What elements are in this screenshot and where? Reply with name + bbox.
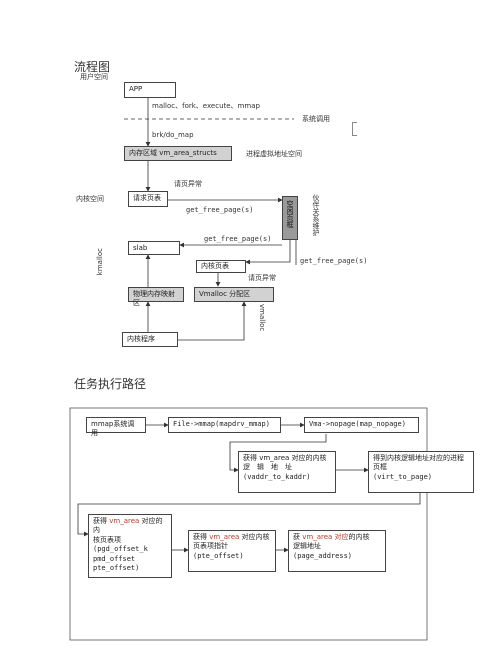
pte-offset-box: 获得 vm_area 对应内核 页表项指针 (pte_offset) <box>188 530 276 572</box>
user-space-label: 用户空间 <box>80 73 108 81</box>
pgd-offset-line4: pmd_offset <box>93 554 136 563</box>
kernel-program-label: 内核程序 <box>127 335 155 343</box>
memory-region-box: 内存区域 vm_area_structs <box>124 146 232 161</box>
page-address-line1-post: 的内核 <box>348 533 370 541</box>
kernel-page-table-box: 内核页表 <box>196 260 246 273</box>
virt-to-page-line1: 得到内核逻辑地址对应的进程 <box>373 454 464 462</box>
phys-map-box: 物理内存映射区 <box>128 287 184 307</box>
page-address-line1-pre: 获 <box>293 533 303 541</box>
get-free-page-label-3: get_free_page(s) <box>300 257 368 265</box>
virt-to-page-line3: (virt_to_page) <box>373 472 433 481</box>
buddy-label: 伙伴关系维护 <box>312 194 321 236</box>
vaddr-to-kaddr-line1: 获得 vm_area 对应的内核 <box>243 454 327 462</box>
free-page-frame-box: 空闲页框 <box>282 196 298 240</box>
page-address-line1-red: vm_area 对应 <box>302 533 349 541</box>
app-label: APP <box>129 85 143 93</box>
pte-offset-line3: (pte_offset) <box>193 551 244 560</box>
virt-to-page-line2: 页框 <box>373 463 387 472</box>
vma-nopage-box: Vma->nopage(map_nopage) <box>304 417 419 433</box>
pte-offset-line1-post: 对应内核 <box>239 533 270 541</box>
pgd-offset-line5: pte_offset) <box>93 564 140 573</box>
syscalls-label: malloc、fork、execute、mmap <box>152 102 260 110</box>
memory-region-label: 内存区域 vm_area_structs <box>129 149 217 157</box>
kernel-program-box: 内核程序 <box>122 332 178 347</box>
pgd-offset-line3: (pgd_offset_k <box>93 545 148 554</box>
pgd-offset-line2: 核页表项 <box>93 535 121 544</box>
pgd-offset-box: 获得 vm_area 对应的内 核页表项 (pgd_offset_k pmd_o… <box>88 514 172 578</box>
mmap-syscall-label: mmap系统调用 <box>91 420 135 438</box>
vaddr-to-kaddr-box: 获得 vm_area 对应的内核 逻 辑 地 址 (vaddr_to_kaddr… <box>238 451 336 493</box>
kernel-space-label: 内核空间 <box>76 195 104 203</box>
task-path-heading: 任务执行路径 <box>74 377 147 391</box>
process-vaddr-label: 进程虚拟地址空间 <box>246 150 302 158</box>
app-box: APP <box>124 82 176 98</box>
request-page-box: 请求页表 <box>128 191 168 207</box>
pte-offset-line1-red: vm_area <box>209 533 240 541</box>
bracket-mark <box>352 122 357 136</box>
page-address-line2: 逻辑地址 <box>293 542 321 551</box>
page-address-box: 获 vm_area 对应的内核 逻辑地址 (page_address) <box>288 530 386 572</box>
free-page-frame-label: 空闲页框 <box>286 200 295 228</box>
file-mmap-box: File->mmap(mapdrv_mmap) <box>168 417 281 433</box>
pte-offset-line2: 页表项指针 <box>193 542 228 551</box>
phys-map-label: 物理内存映射区 <box>133 290 175 308</box>
mmap-syscall-box: mmap系统调用 <box>86 417 146 437</box>
pgd-offset-line1-pre: 获得 <box>93 517 110 525</box>
pgd-offset-line1-red: vm_area <box>109 517 140 525</box>
get-free-page-label-1: get_free_page(s) <box>186 206 254 214</box>
kernel-page-table-label: 内核页表 <box>201 262 229 270</box>
vmalloc-area-box: Vmalloc 分配区 <box>194 287 274 302</box>
vmalloc-area-label: Vmalloc 分配区 <box>199 290 251 298</box>
slab-box: slab <box>128 241 180 255</box>
get-free-page-label-2: get_free_page(s) <box>204 235 272 243</box>
vma-nopage-label: Vma->nopage(map_nopage) <box>309 420 406 428</box>
virt-to-page-box: 得到内核逻辑地址对应的进程 页框 (virt_to_page) <box>368 451 474 493</box>
page-address-line3: (page_address) <box>293 551 353 560</box>
file-mmap-label: File->mmap(mapdrv_mmap) <box>173 420 270 428</box>
pgd-offset-line1-post: 对应的内 <box>93 517 163 535</box>
page-fault-label-2: 请页异常 <box>248 274 276 282</box>
vaddr-to-kaddr-line2: 逻 辑 地 址 <box>243 463 292 472</box>
flowchart-heading: 流程图 <box>74 60 111 74</box>
slab-label: slab <box>133 244 148 252</box>
vaddr-to-kaddr-line3: (vaddr_to_kaddr) <box>243 472 311 481</box>
syscall-call-label: 系统调用 <box>302 115 330 123</box>
brk-label: brk/do_map <box>152 131 194 139</box>
page-fault-label: 请页异常 <box>174 180 202 188</box>
kmalloc-label: kmalloc <box>96 248 104 276</box>
request-page-label: 请求页表 <box>133 194 161 202</box>
pte-offset-line1-pre: 获得 <box>193 533 210 541</box>
vmalloc-label: vmalloc <box>258 304 267 332</box>
